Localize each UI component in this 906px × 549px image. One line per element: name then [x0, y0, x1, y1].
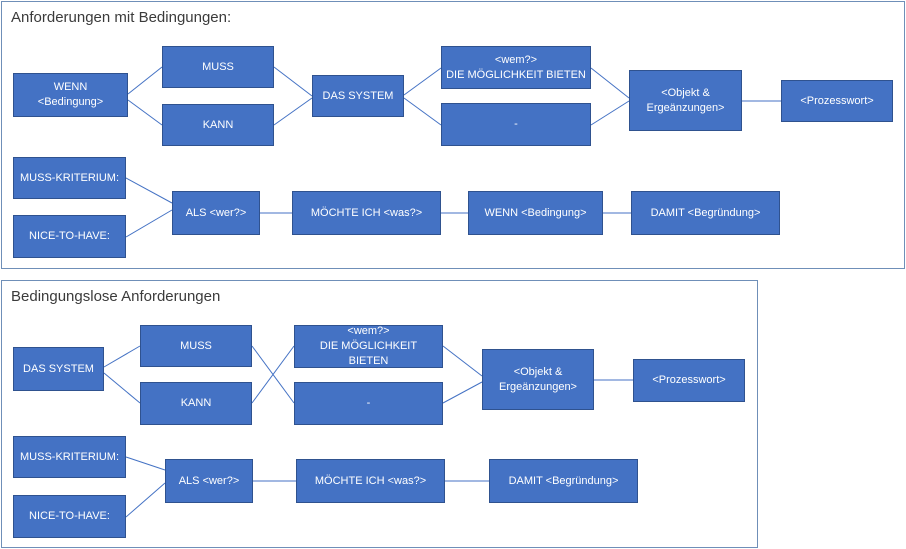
wenn-bedingung-box: WENN <Bedingung>	[468, 191, 603, 235]
muss-kriterium-box: MUSS-KRITERIUM:	[13, 157, 126, 199]
dash-option-box: -	[441, 103, 591, 146]
wem-moeglichkeit-box: <wem?> DIE MÖGLICHKEIT BIETEN	[294, 325, 443, 368]
als-wer-box: ALS <wer?>	[165, 459, 253, 503]
das-system-box: DAS SYSTEM	[312, 75, 404, 117]
objekt-ergaenzungen-box: <Objekt & Ergeänzungen>	[629, 70, 742, 131]
prozesswort-box: <Prozesswort>	[633, 359, 745, 402]
nice-to-have-box: NICE-TO-HAVE:	[13, 495, 126, 538]
als-wer-box: ALS <wer?>	[172, 191, 260, 235]
damit-begruendung-box: DAMIT <Begründung>	[631, 191, 780, 235]
moechte-ich-box: MÖCHTE ICH <was?>	[292, 191, 441, 235]
damit-begruendung-box: DAMIT <Begründung>	[489, 459, 638, 503]
panel-title: Anforderungen mit Bedingungen:	[11, 9, 232, 26]
kann-box: KANN	[140, 382, 252, 425]
panel-title: Bedingungslose Anforderungen	[11, 288, 221, 305]
wem-moeglichkeit-box: <wem?> DIE MÖGLICHKEIT BIETEN	[441, 46, 591, 89]
muss-kriterium-box: MUSS-KRITERIUM:	[13, 436, 126, 478]
objekt-ergaenzungen-box: <Objekt & Ergeänzungen>	[482, 349, 594, 410]
nice-to-have-box: NICE-TO-HAVE:	[13, 215, 126, 258]
moechte-ich-box: MÖCHTE ICH <was?>	[296, 459, 445, 503]
muss-box: MUSS	[140, 325, 252, 367]
kann-box: KANN	[162, 104, 274, 146]
das-system-box: DAS SYSTEM	[13, 347, 104, 391]
prozesswort-box: <Prozesswort>	[781, 80, 893, 122]
wenn-bedingung-box: WENN <Bedingung>	[13, 73, 128, 117]
dash-option-box: -	[294, 382, 443, 425]
muss-box: MUSS	[162, 46, 274, 88]
